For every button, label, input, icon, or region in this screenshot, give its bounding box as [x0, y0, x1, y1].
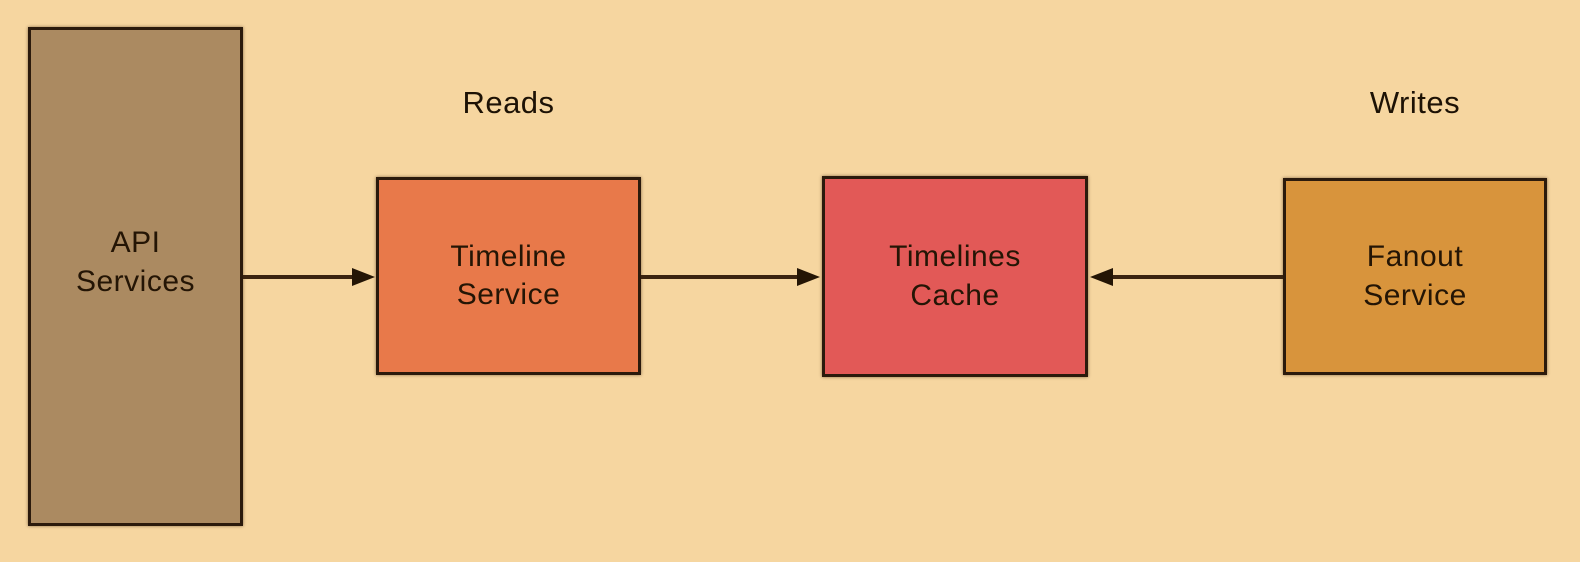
- node-fanout-service-label: Fanout Service: [1363, 238, 1467, 315]
- node-timeline-service-label: Timeline Service: [450, 238, 566, 315]
- arrow-api-to-timeline-icon: [243, 268, 375, 286]
- arrow-timeline-to-cache-icon: [641, 268, 820, 286]
- node-timelines-cache-line2: Cache: [910, 278, 1000, 312]
- node-timeline-service: Timeline Service: [376, 177, 641, 375]
- node-api-services-label: API Services: [76, 224, 195, 301]
- node-timelines-cache-label: Timelines Cache: [889, 238, 1021, 315]
- node-timeline-service-line1: Timeline: [450, 239, 567, 273]
- node-api-services-line2: Services: [75, 264, 196, 298]
- node-timelines-cache: Timelines Cache: [822, 176, 1088, 377]
- node-timeline-service-line2: Service: [456, 278, 561, 311]
- reads-label: Reads: [462, 85, 555, 120]
- writes-label: Writes: [1369, 85, 1461, 120]
- node-api-services: API Services: [28, 27, 243, 526]
- node-fanout-service: Fanout Service: [1283, 178, 1547, 375]
- node-timelines-cache-line1: Timelines: [889, 240, 1021, 274]
- node-api-services-line1: API: [110, 226, 161, 260]
- node-fanout-service-line1: Fanout: [1366, 240, 1464, 274]
- node-fanout-service-line2: Service: [1363, 278, 1467, 312]
- arrow-fanout-to-cache-icon: [1090, 268, 1283, 286]
